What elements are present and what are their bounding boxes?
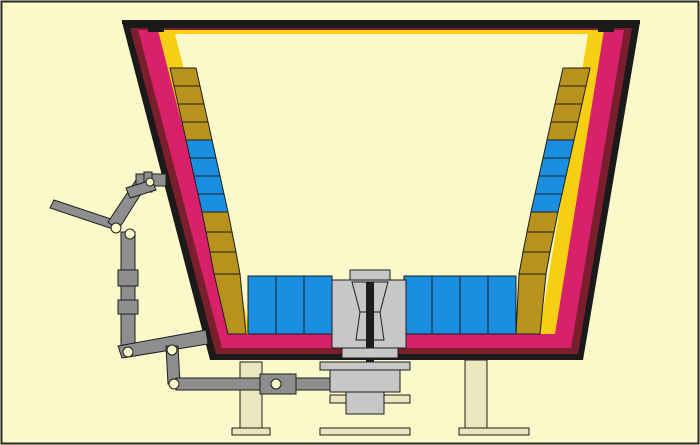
- bottom-brick: [303, 275, 333, 335]
- slag-brick: [197, 193, 229, 213]
- slag-brick: [185, 139, 217, 159]
- push-rod: [175, 377, 267, 391]
- bottom-bricks: [247, 275, 517, 335]
- bottom-brick: [431, 275, 461, 335]
- collector-nozzle: [345, 391, 385, 415]
- support-foot-right: [458, 427, 530, 436]
- bottom-brick: [459, 275, 489, 335]
- brick: [558, 67, 591, 87]
- brick: [205, 231, 237, 253]
- brick: [522, 231, 555, 253]
- pivot-pin: [166, 344, 178, 356]
- rim-lug-left: [148, 24, 164, 32]
- support-leg-right: [464, 359, 488, 431]
- bottom-brick: [403, 275, 433, 335]
- brick: [554, 85, 587, 105]
- brick: [515, 273, 547, 335]
- brick: [518, 251, 551, 275]
- brick: [213, 273, 247, 335]
- top-rim: [122, 20, 640, 24]
- brick: [177, 103, 209, 123]
- brick: [201, 211, 233, 233]
- slag-brick: [193, 175, 225, 195]
- slag-brick: [530, 193, 563, 213]
- slide-gate-housing: [329, 369, 401, 393]
- nozzle-well-block: [319, 269, 411, 415]
- brick: [173, 85, 205, 105]
- bottom-brick: [275, 275, 305, 335]
- bottom-brick: [247, 275, 277, 335]
- pivot-pin: [145, 177, 155, 187]
- brick: [169, 67, 201, 87]
- rod-coupling-lower: [117, 299, 139, 315]
- support-leg-left: [239, 361, 263, 431]
- slide-gate-mechanism: [49, 171, 331, 395]
- gate-actuator-rod: [295, 377, 331, 391]
- slag-brick: [534, 175, 567, 195]
- brick: [209, 251, 241, 275]
- ladle-interior: [175, 34, 588, 330]
- slag-brick: [542, 139, 575, 159]
- vertical-rod: [120, 231, 136, 351]
- support-foot-left: [231, 427, 271, 436]
- slide-plate: [319, 361, 411, 371]
- pivot-pin: [110, 222, 122, 234]
- pivot-pin: [124, 228, 136, 240]
- rim-lug-right: [598, 24, 614, 32]
- ladle-body: [122, 20, 640, 360]
- pivot-pin: [270, 378, 282, 390]
- support-foot-center: [319, 427, 411, 436]
- lower-bell-crank: [117, 329, 209, 359]
- working-lining-left: [169, 67, 247, 335]
- nozzle-collar: [341, 347, 399, 359]
- brick: [181, 121, 213, 141]
- bottom-brick: [487, 275, 517, 335]
- pivot-pin: [168, 378, 180, 390]
- brick: [526, 211, 559, 233]
- pivot-pin: [122, 346, 134, 358]
- working-lining-right: [515, 67, 591, 335]
- rod-coupling-upper: [117, 269, 139, 287]
- nozzle-bore: [366, 282, 374, 412]
- brick: [550, 103, 583, 123]
- brick: [546, 121, 579, 141]
- well-block-top: [349, 269, 391, 281]
- slag-brick: [189, 157, 221, 177]
- operating-lever: [49, 199, 121, 231]
- slag-brick: [538, 157, 571, 177]
